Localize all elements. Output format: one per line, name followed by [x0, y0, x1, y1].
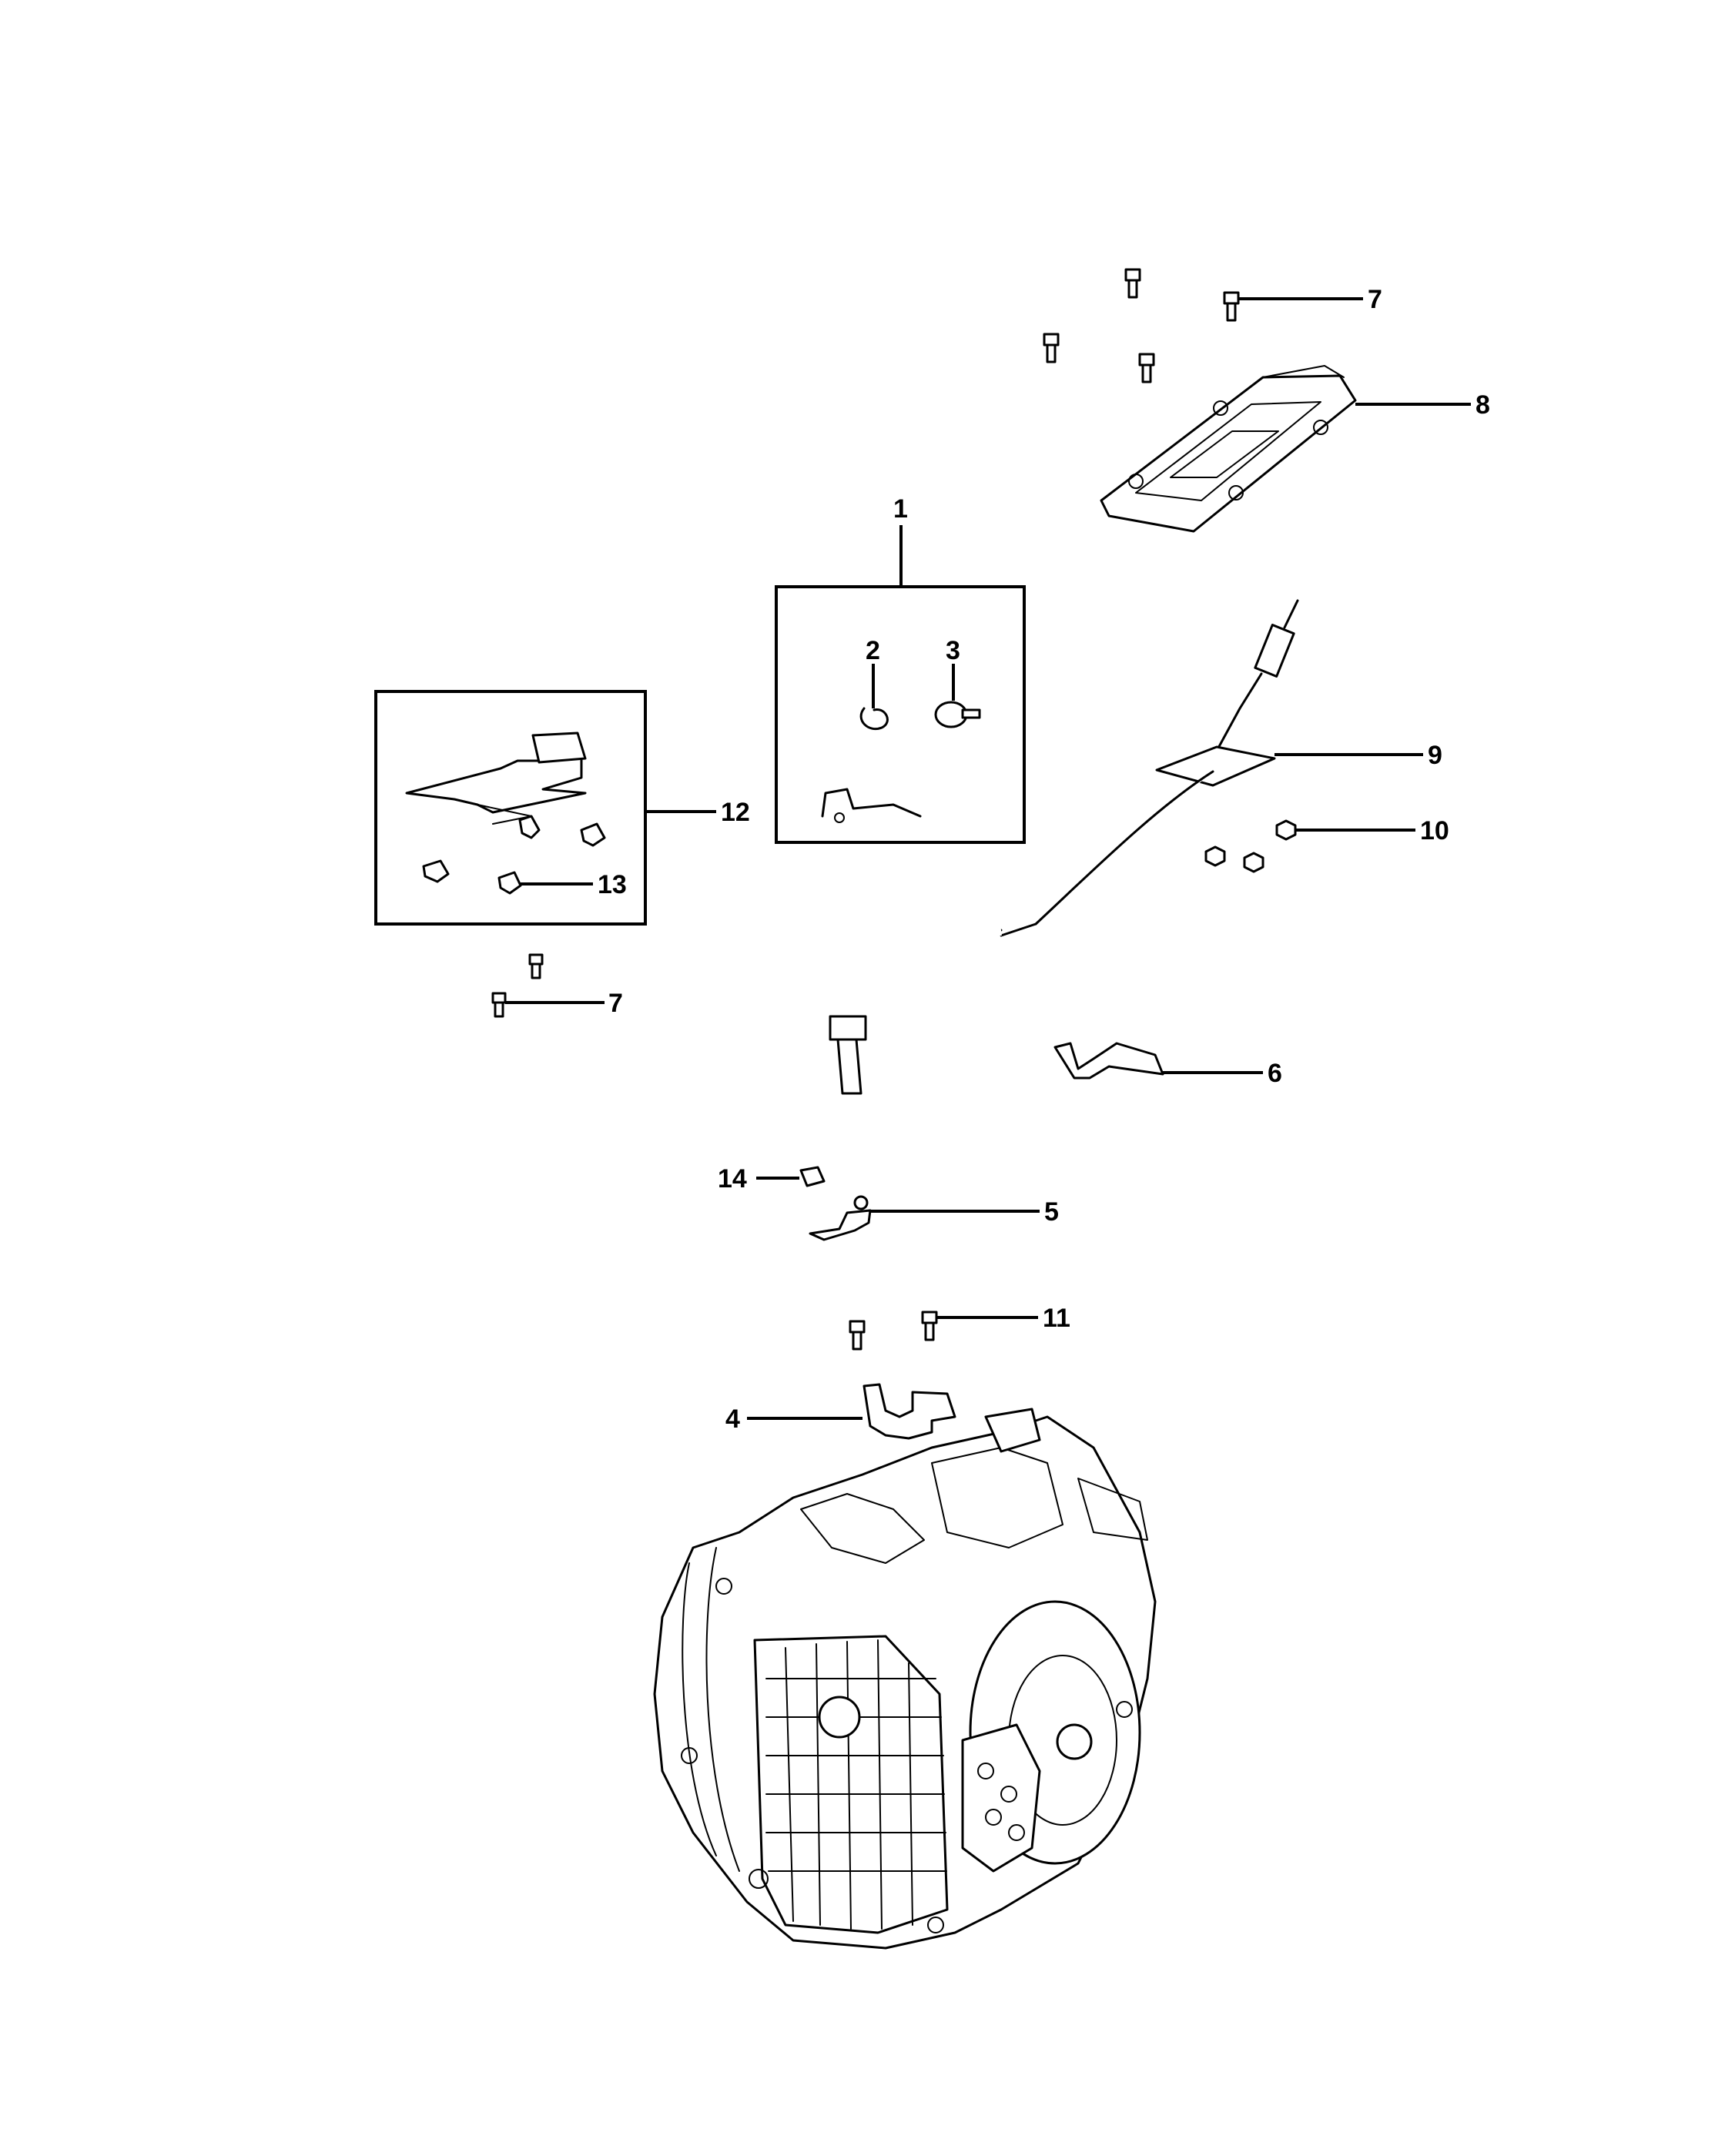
callout-3: 3 — [946, 636, 960, 665]
callout-1: 1 — [893, 494, 908, 524]
clip-icon — [422, 859, 450, 883]
callout-9: 9 — [1428, 741, 1442, 770]
callout-12: 12 — [721, 798, 750, 827]
cable-bracket-5 — [809, 1195, 872, 1241]
bolt-icon — [921, 1311, 938, 1341]
nut-icon — [1243, 852, 1264, 873]
shift-cable — [829, 599, 1299, 1095]
bolt-icon — [1124, 268, 1141, 299]
callout-10: 10 — [1420, 816, 1449, 845]
bolt-icon — [1223, 291, 1240, 322]
nut-icon — [1275, 819, 1297, 841]
bolt-icon — [1043, 333, 1060, 363]
callout-4: 4 — [725, 1404, 740, 1434]
oil-pan-grid — [765, 1639, 947, 1930]
retainer-icon — [934, 701, 981, 728]
bolt-group-top — [1043, 268, 1240, 383]
transmission-bracket-4 — [862, 1383, 956, 1440]
callout-7-top: 7 — [1368, 285, 1382, 314]
callout-5: 5 — [1044, 1197, 1059, 1227]
transmission-assembly — [653, 1408, 1157, 1950]
bolt-icon — [1138, 353, 1155, 383]
callout-8: 8 — [1475, 390, 1490, 420]
nut-icon — [1204, 845, 1226, 867]
callout-11: 11 — [1043, 1304, 1070, 1333]
callout-14: 14 — [718, 1164, 747, 1194]
fill-cap-icon — [818, 1696, 861, 1739]
heat-shield-plate — [405, 732, 587, 825]
shifter-mounting-plate — [1100, 365, 1357, 533]
callout-13: 13 — [598, 870, 627, 899]
clip-icon — [497, 871, 522, 895]
clip-icon — [518, 815, 541, 839]
bracket-icon — [821, 788, 922, 823]
callout-6: 6 — [1268, 1059, 1282, 1088]
callout-7-left: 7 — [608, 989, 623, 1018]
callout-2: 2 — [866, 636, 880, 665]
bolt-icon — [528, 953, 544, 979]
bolt-icon — [491, 992, 507, 1018]
retaining-clip-icon — [799, 1166, 826, 1187]
bolt-icon — [849, 1320, 866, 1351]
cable-bracket-6 — [1053, 1042, 1164, 1080]
clip-icon — [580, 822, 606, 847]
cable-clip-icon — [859, 707, 889, 731]
kit-box-12 — [374, 690, 647, 926]
kit-box-1 — [775, 585, 1026, 844]
